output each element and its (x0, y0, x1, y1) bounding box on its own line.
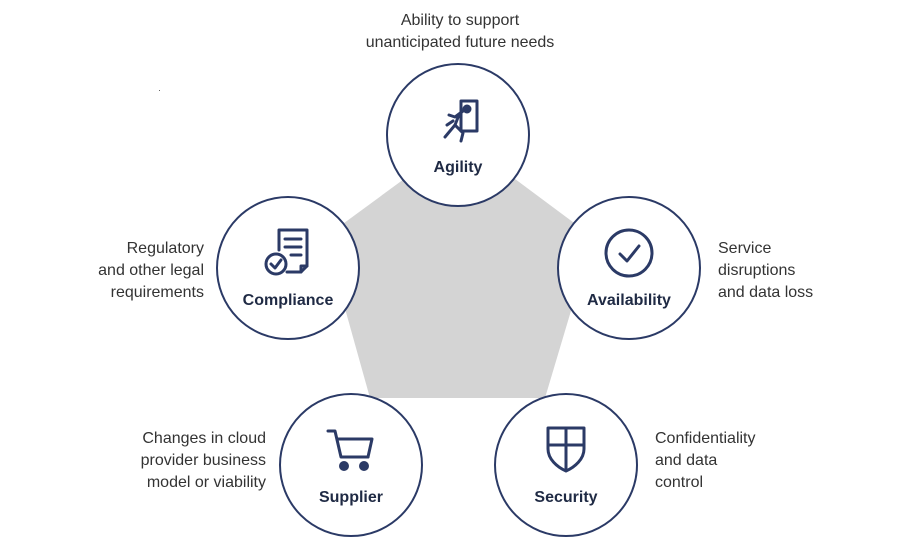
node-title: Security (534, 489, 598, 506)
node-security: Security (494, 393, 638, 537)
node-availability: Availability (557, 196, 701, 340)
node-title: Agility (433, 159, 483, 176)
node-supplier: Supplier (279, 393, 423, 537)
agility-description: Ability to support unanticipated future … (365, 12, 555, 51)
node-agility: Agility (386, 63, 530, 207)
supplier-description: Changes in cloud provider business model… (140, 430, 266, 491)
shield-icon (546, 426, 586, 473)
checkmark-circle-icon (604, 228, 654, 278)
node-compliance: Compliance (216, 196, 360, 340)
security-description: Confidentiality and data control (655, 430, 756, 491)
availability-description: Service disruptions and data loss (718, 240, 814, 301)
certified-document-icon (264, 228, 309, 276)
shopping-cart-icon (326, 429, 374, 471)
compliance-description: Regulatory and other legal requirements (98, 240, 204, 301)
node-title: Compliance (242, 292, 334, 309)
node-title: Availability (587, 292, 671, 309)
node-title: Supplier (318, 489, 383, 506)
running-exit-icon (443, 99, 479, 143)
stray-dot (159, 90, 160, 91)
